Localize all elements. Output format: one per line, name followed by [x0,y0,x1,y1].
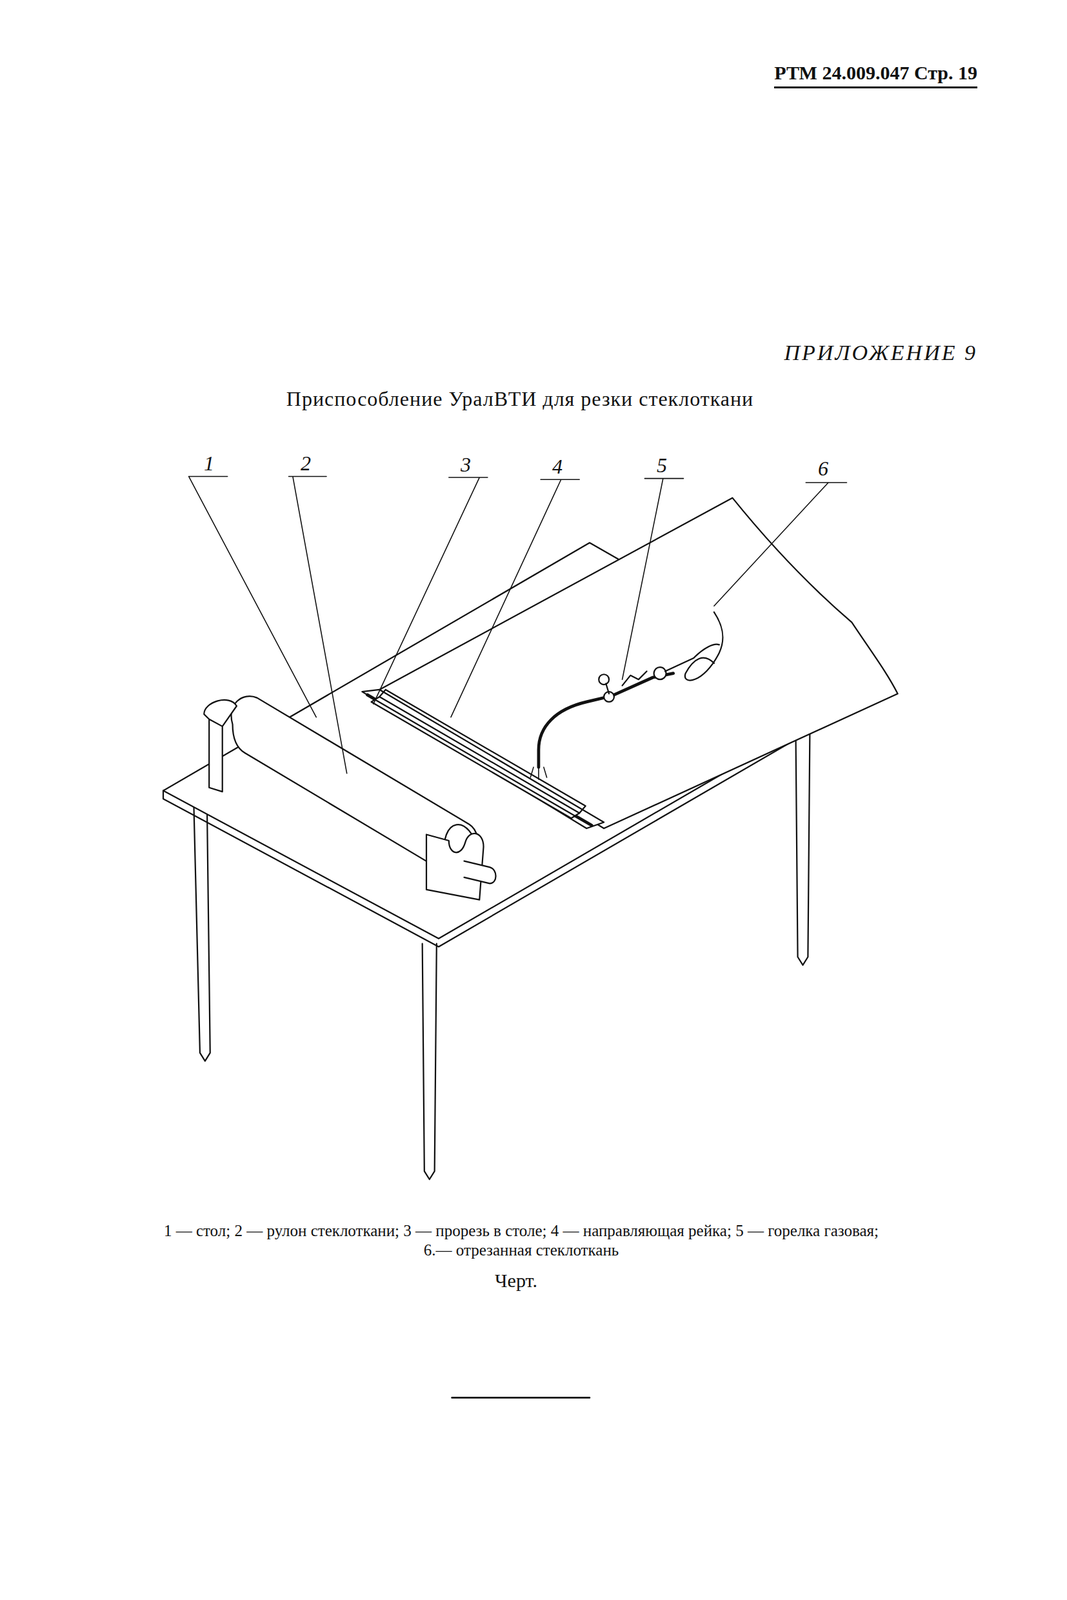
figure-caption: 1 — стол; 2 — рулон стеклоткани; 3 — про… [156,1221,886,1260]
gas-torch [538,673,674,768]
figure-mark: Черт. [494,1269,538,1292]
figure-title: Приспособление УралВТИ для резки стеклот… [286,387,754,411]
leader-lines [189,476,848,773]
table-leg [422,943,437,1180]
roll-axle [463,861,496,884]
callout-number: 5 [656,453,668,478]
document-header: РТМ 24.009.047 Стр. 19 [774,61,978,89]
gas-hose [685,612,724,681]
table-leg [193,805,210,1061]
callout-number: 2 [300,451,311,476]
roll-bracket [203,699,237,792]
callout-number: 4 [552,454,563,479]
callout-number: 6 [817,456,829,481]
callout-number: 3 [460,452,471,477]
callout-number: 1 [203,451,215,476]
end-rule [452,1396,590,1399]
appendix-heading: ПРИЛОЖЕНИЕ 9 [784,340,978,366]
fabric-sheet [379,498,898,829]
table-leg [795,719,810,966]
